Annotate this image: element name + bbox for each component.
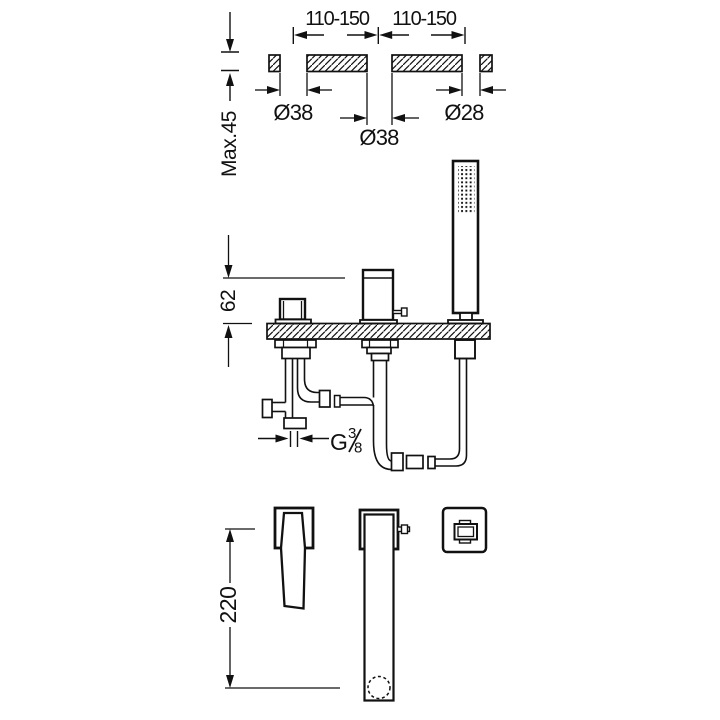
pipe-fitting — [318, 389, 331, 408]
lever-length-label: 220 — [215, 587, 241, 624]
arrowhead — [226, 675, 234, 688]
arrowhead — [224, 265, 233, 278]
lever-handle-top-view — [273, 506, 315, 610]
thread-numerator-label: 3 — [348, 425, 356, 442]
top-span-dimension: 110-150 110-150 — [292, 8, 466, 44]
handshower — [447, 159, 484, 325]
handle-knob — [274, 297, 312, 325]
spout-height-dimension: 62 — [217, 235, 345, 367]
shower-supply-pipe — [427, 339, 476, 470]
arrowhead — [307, 86, 320, 94]
thread-callout: G 3 8 — [258, 425, 362, 457]
deck-thickness-dimension: Max.45 — [218, 12, 241, 177]
arrowhead — [224, 325, 233, 338]
spout-body — [359, 268, 408, 325]
aerator-outlet — [367, 675, 391, 700]
shower-holder-top-view — [441, 506, 488, 554]
arrowhead — [379, 31, 393, 39]
hole-right-label: Ø28 — [444, 100, 484, 125]
arrowhead — [449, 86, 462, 94]
arrowhead — [226, 39, 234, 52]
pipe-flange — [427, 455, 436, 470]
arrowhead — [294, 31, 307, 39]
thread-prefix-label: G — [330, 429, 348, 455]
arrowhead — [392, 114, 405, 122]
deck-strip — [266, 322, 491, 340]
arrowhead — [354, 114, 367, 122]
holder-shank-block — [454, 339, 476, 360]
arrowhead — [451, 31, 465, 39]
span-right-label: 110-150 — [392, 8, 457, 30]
deck-cross-section — [268, 54, 493, 73]
mixer-hose-assembly — [333, 339, 424, 472]
spray-face — [458, 166, 475, 213]
spout-height-label: 62 — [217, 290, 240, 312]
lever-blade — [279, 511, 307, 610]
hole-center-label: Ø38 — [359, 125, 399, 150]
span-left-label: 110-150 — [305, 8, 370, 30]
component-top-views — [273, 506, 488, 702]
arrowhead — [267, 86, 280, 94]
hole-diameter-dimensions: Ø38 Ø38 Ø28 — [255, 73, 506, 150]
hole-left-label: Ø38 — [273, 100, 313, 125]
thread-denominator-label: 8 — [354, 440, 362, 457]
arrowhead — [226, 529, 234, 542]
diverter-pin-block — [400, 524, 409, 535]
faucet-elevation — [274, 159, 484, 325]
pipe-flange — [333, 394, 341, 408]
left-valve-assembly — [261, 339, 331, 430]
below-deck-plumbing — [261, 339, 476, 472]
hose-fitting — [390, 452, 404, 472]
arrowhead — [275, 434, 289, 443]
arrowhead — [480, 86, 493, 94]
pipe-fitting — [261, 398, 273, 419]
arrowhead — [226, 73, 234, 86]
inlet-cap — [283, 417, 307, 430]
hose-nut — [405, 454, 424, 470]
deck-thickness-label: Max.45 — [218, 111, 241, 177]
lever-length-dimension: 220 — [215, 528, 340, 689]
arrowhead — [364, 31, 378, 39]
spout-top-view — [358, 508, 411, 702]
fraction-slash — [348, 428, 362, 453]
arrowhead — [299, 434, 313, 443]
